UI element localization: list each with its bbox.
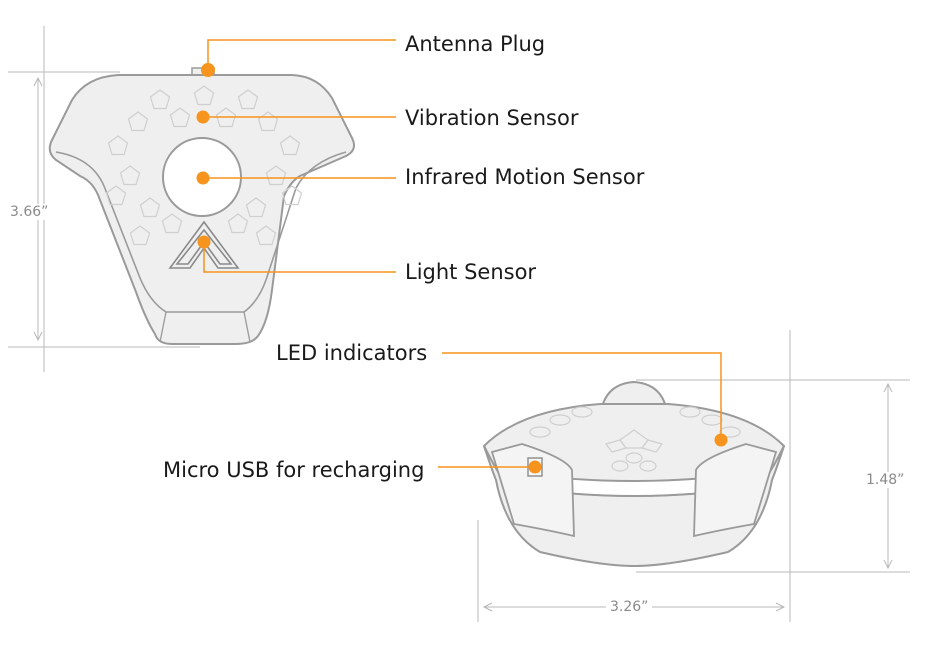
dot-antenna-plug (201, 63, 215, 77)
label-led-indicators: LED indicators (276, 341, 428, 365)
dimension-width-side-view: 3.26” (606, 599, 653, 615)
dot-light-sensor (197, 235, 211, 249)
leader-lines (203, 39, 722, 468)
label-micro-usb: Micro USB for recharging (163, 458, 425, 482)
dot-vibration-sensor (196, 110, 210, 124)
leader-antenna-plug (207, 39, 396, 68)
dimension-height-top-view: 3.66” (10, 204, 49, 220)
side-view-device (477, 330, 910, 622)
dimension-height-side-view: 1.48” (866, 472, 905, 488)
label-light-sensor: Light Sensor (405, 260, 537, 284)
top-view-device (8, 26, 355, 372)
side-view-hex-texture (529, 406, 741, 472)
dot-infrared-sensor (196, 171, 210, 185)
led-side-panel (693, 443, 778, 538)
top-view-inner-ridge (55, 151, 347, 313)
label-vibration-sensor: Vibration Sensor (405, 106, 579, 130)
leader-led-indicators (442, 352, 722, 440)
dot-led-indicators (714, 433, 728, 447)
dot-micro-usb (528, 460, 542, 474)
label-infrared-motion-sensor: Infrared Motion Sensor (405, 165, 645, 189)
label-antenna-plug: Antenna Plug (405, 32, 546, 56)
leader-light-sensor (203, 242, 396, 273)
callout-dots (196, 63, 728, 474)
